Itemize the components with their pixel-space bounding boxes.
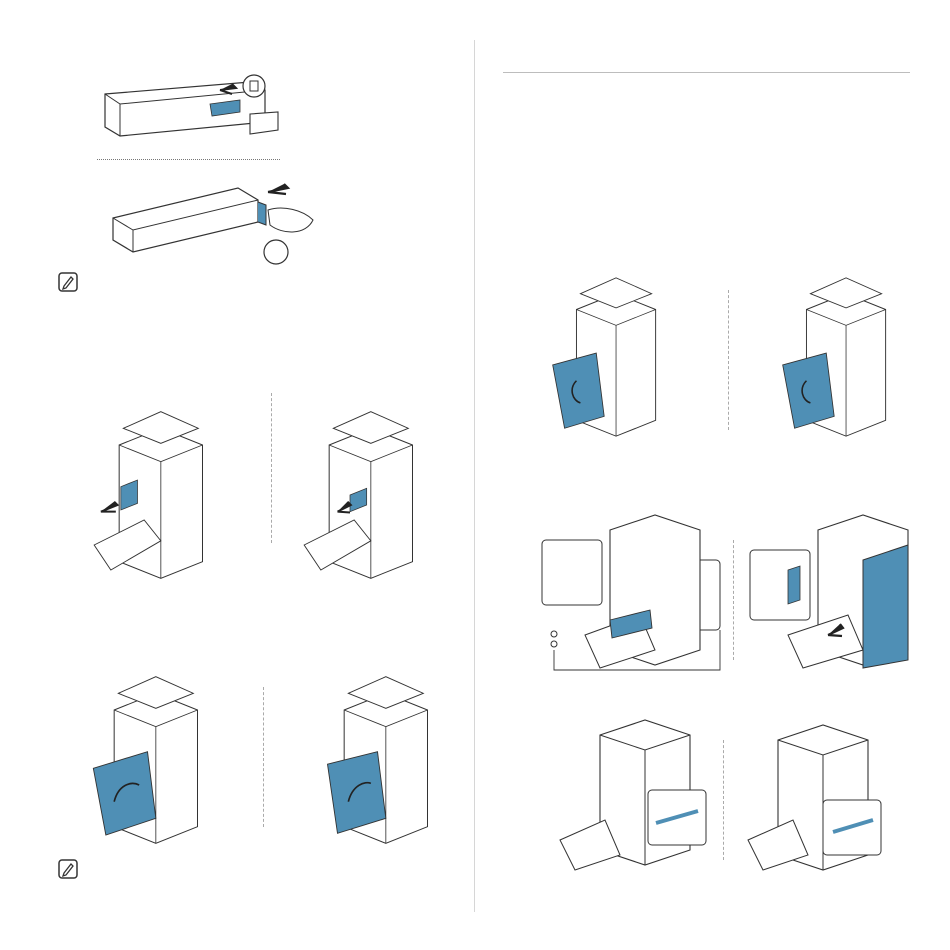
section-rule	[503, 72, 910, 73]
printer-open-cover-figure	[540, 262, 700, 452]
printer-remove-container-figure	[540, 510, 725, 675]
figure-separator-v	[728, 290, 729, 430]
figure-separator	[97, 159, 280, 160]
toner-cartridge-figure	[100, 72, 290, 152]
printer-open-cover-figure	[770, 262, 930, 452]
note-pencil-icon	[57, 858, 79, 880]
printer-close-cover-figure	[305, 660, 475, 860]
printer-seat-cartridge-figure	[290, 395, 460, 595]
printer-insert-cartridge-figure	[80, 395, 250, 595]
printer-side-cover-figure	[748, 510, 918, 670]
printer-imaging-unit-figure	[748, 720, 918, 870]
figure-separator-v	[271, 393, 272, 543]
printer-close-cover-figure	[75, 660, 245, 860]
printer-imaging-unit-figure	[560, 715, 710, 870]
toner-cartridge-figure	[108, 180, 328, 270]
note-pencil-icon	[57, 271, 79, 293]
figure-separator-v	[263, 687, 264, 827]
figure-separator-v	[723, 740, 724, 860]
figure-separator-v	[733, 540, 734, 660]
